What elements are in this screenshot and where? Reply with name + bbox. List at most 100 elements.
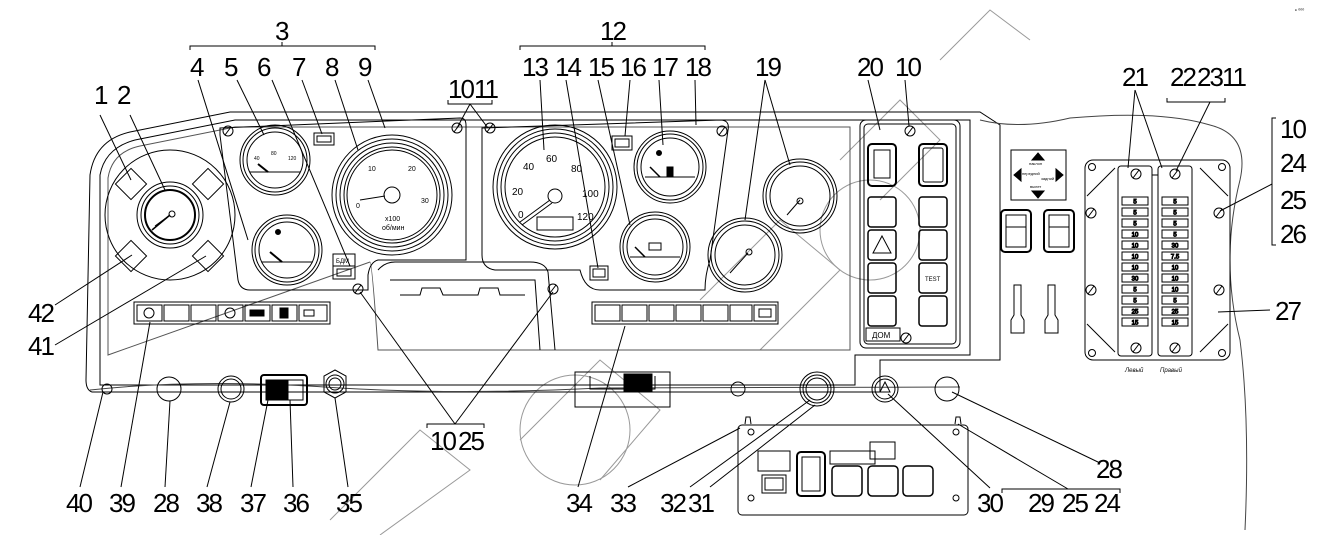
fuse-right-5[interactable] — [1161, 240, 1189, 250]
fuse-left-12[interactable] — [1121, 317, 1149, 327]
port-40 — [101, 383, 113, 395]
socket-35[interactable] — [323, 369, 347, 399]
hazard-button-30[interactable] — [871, 375, 899, 403]
aux-rocker-switch[interactable] — [796, 451, 826, 497]
mirror-right-label: задний — [1041, 176, 1054, 181]
button-blank[interactable] — [918, 196, 948, 228]
fuse-right-3[interactable] — [1161, 218, 1189, 228]
speedo-tick-20: 20 — [512, 187, 524, 198]
panel-3 — [219, 117, 467, 291]
fuse-right-10[interactable] — [1161, 295, 1189, 305]
indicator-lamp-42 — [114, 239, 148, 273]
fuse-right-12[interactable] — [1161, 317, 1189, 327]
callout-15: 15 — [588, 52, 614, 82]
fuse-left-6[interactable] — [1121, 251, 1149, 261]
fuse-right-rating: 15 — [1172, 321, 1179, 327]
fuse-right-6[interactable] — [1161, 251, 1189, 261]
callout-19: 19 — [755, 52, 781, 82]
fuse-left-5[interactable] — [1121, 240, 1149, 250]
radio-slot — [574, 371, 671, 408]
fuse-left-2[interactable] — [1121, 207, 1149, 217]
callout-11: 11 — [474, 74, 499, 104]
fuse-right-7[interactable] — [1161, 262, 1189, 272]
rocker-switch-20[interactable] — [867, 143, 897, 187]
callout-29: 29 — [1028, 488, 1054, 518]
callout-10-c: 10 — [1280, 114, 1306, 144]
fuse-right-8[interactable] — [1161, 273, 1189, 283]
fuse-left-11[interactable] — [1121, 306, 1149, 316]
mirror-switch-left[interactable] — [1000, 209, 1032, 253]
voltmeter — [619, 211, 691, 283]
callout-24: 24 — [1280, 148, 1306, 178]
leader-lines — [54, 42, 1276, 493]
callout-17: 17 — [652, 52, 678, 82]
fuse-right-1[interactable] — [1161, 196, 1189, 206]
callout-22: 22 — [1170, 62, 1196, 92]
dom-label: ДОМ — [872, 331, 891, 340]
corner-mark: ᵉ ⁰⁰⁰ — [1295, 8, 1304, 14]
fuse-left-3[interactable] — [1121, 218, 1149, 228]
callout-10-b: 10 — [895, 52, 921, 82]
fuse-right-rating: 5 — [1173, 299, 1177, 305]
fuse-right-2[interactable] — [1161, 207, 1189, 217]
fuse-left-rating: 15 — [1132, 321, 1139, 327]
callout-38: 38 — [196, 488, 222, 518]
button-38[interactable] — [217, 375, 245, 403]
fuse-right-rating: 5 — [1173, 200, 1177, 206]
fuse-left-9[interactable] — [1121, 284, 1149, 294]
aux-button-blank[interactable] — [831, 465, 863, 497]
fuse-left-rating: 5 — [1133, 288, 1137, 294]
fuse-right-11[interactable] — [1161, 306, 1189, 316]
button-test[interactable] — [918, 262, 948, 294]
fuse-left-1[interactable] — [1121, 196, 1149, 206]
fuse-left-8[interactable] — [1121, 273, 1149, 283]
mirror-down-label: вылет — [1030, 184, 1041, 189]
button-diff-lock-left[interactable] — [867, 295, 897, 327]
fuse-right-9[interactable] — [1161, 284, 1189, 294]
speedo-tick-0: 0 — [518, 210, 524, 221]
fuse-right-4[interactable] — [1161, 229, 1189, 239]
callout-2: 2 — [117, 80, 131, 110]
button-fog-light[interactable] — [867, 262, 897, 294]
button-headlight[interactable] — [867, 196, 897, 228]
callout-13: 13 — [522, 52, 548, 82]
fuse-left-10[interactable] — [1121, 295, 1149, 305]
fuse-left-4[interactable] — [1121, 229, 1149, 239]
callout-39: 39 — [109, 488, 135, 518]
headlight-switch-32[interactable] — [799, 371, 835, 407]
speedometer — [492, 124, 618, 250]
mirror-left-label: передний — [1022, 171, 1040, 176]
callout-40: 40 — [66, 488, 92, 518]
fuse-right-rating: 5 — [1173, 233, 1177, 239]
fuse-left-rating: 10 — [1132, 233, 1139, 239]
lever-left[interactable] — [1010, 284, 1025, 334]
switch-37[interactable] — [260, 374, 308, 406]
callout-10: 10 — [448, 74, 474, 104]
indicator-lamp-41 — [191, 239, 225, 273]
button-hazard[interactable] — [867, 229, 897, 261]
indicator-strip-left — [133, 301, 331, 325]
callout-9: 9 — [358, 52, 372, 82]
callout-11-b: 11 — [1222, 62, 1247, 92]
aux-button-axle-1[interactable] — [867, 465, 899, 497]
fuse-left-7[interactable] — [1121, 262, 1149, 272]
mirror-switch-right[interactable] — [1043, 209, 1075, 253]
fuse-left-rating: 5 — [1133, 299, 1137, 305]
callout-34: 34 — [566, 488, 592, 518]
button-diff-lock-right[interactable] — [918, 295, 948, 327]
callout-20: 20 — [857, 52, 883, 82]
lever-right[interactable] — [1044, 284, 1059, 334]
tach-unit-1: x100 — [385, 216, 400, 223]
callout-28-right: 28 — [1096, 454, 1122, 484]
rocker-switch-top-right[interactable] — [918, 143, 948, 187]
temp-tick-80: 80 — [271, 151, 277, 157]
button-engine[interactable] — [918, 229, 948, 261]
callout-3: 3 — [275, 16, 289, 46]
aux-button-axle-2[interactable] — [902, 465, 934, 497]
tach-tick-20: 20 — [408, 166, 416, 173]
callout-7: 7 — [292, 52, 306, 82]
callout-28-left: 28 — [153, 488, 179, 518]
bdm-label: БДМ — [336, 259, 349, 265]
speedo-tick-120: 120 — [577, 212, 594, 223]
